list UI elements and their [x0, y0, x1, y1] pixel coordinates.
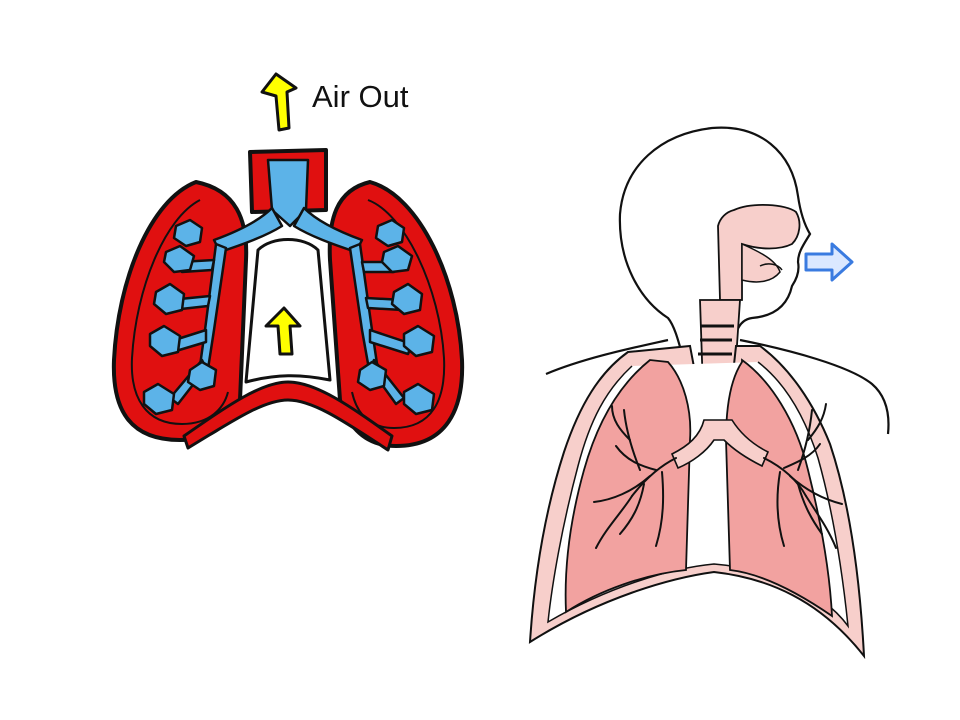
diaphragm-arrow-icon: [264, 306, 302, 356]
shoulder-right: [739, 338, 890, 435]
exhale-arrow-icon: [804, 242, 854, 282]
left-lung-anatomical: [564, 359, 692, 614]
shoulder-left: [545, 338, 669, 376]
head-outline: [618, 126, 812, 387]
air-out-label: Air Out: [312, 79, 409, 114]
bronchial-tree: [593, 403, 843, 549]
anatomical-figure: [528, 126, 890, 660]
nasal-cavity: [717, 204, 801, 301]
air-out-arrow-icon: [260, 72, 298, 132]
airway-tree: [142, 158, 436, 416]
bronchi-anatomical: [670, 419, 770, 470]
diaphragm: [182, 380, 394, 452]
cartoon-lungs: Air Out: [111, 72, 465, 452]
